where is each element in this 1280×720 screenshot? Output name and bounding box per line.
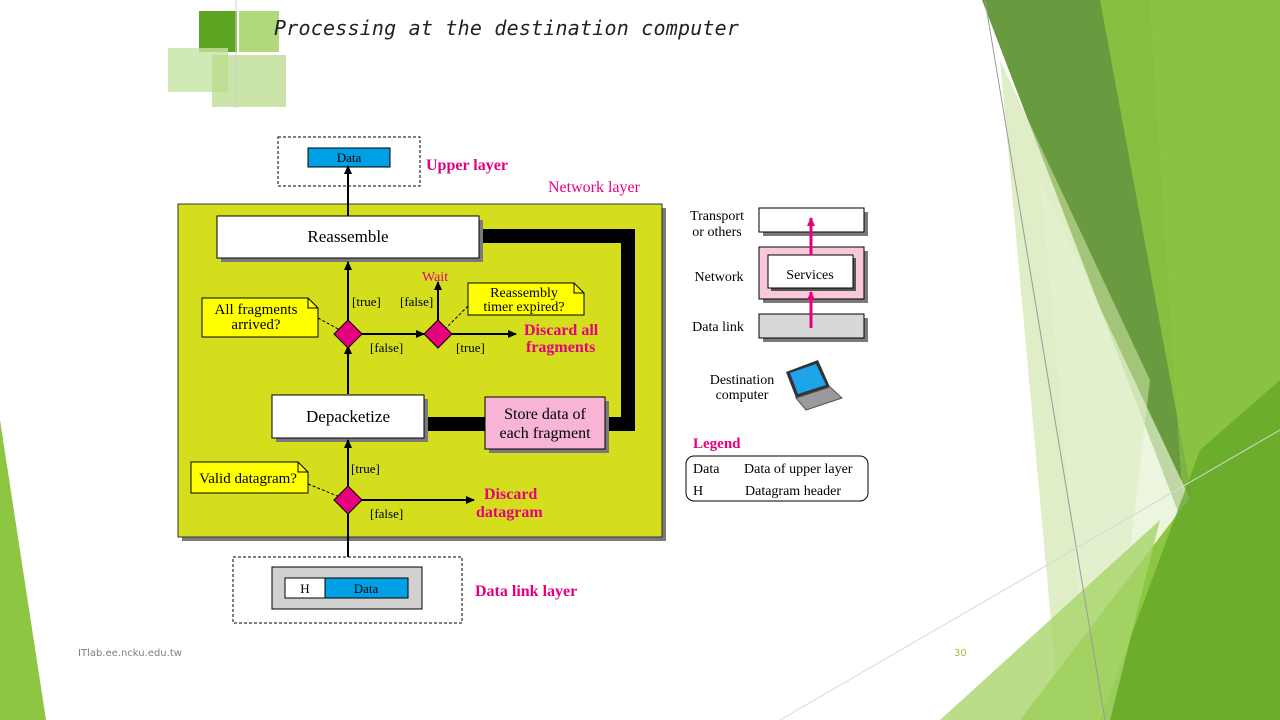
network-layer-label: Network layer (548, 179, 641, 196)
discard-all-line-2: fragments (526, 339, 595, 356)
upper-layer-label: Upper layer (426, 157, 508, 174)
reassembly-timer-line-2: timer expired? (483, 300, 564, 315)
timer-decision-diamond (423, 319, 453, 349)
laptop-icon (786, 360, 843, 411)
stack-data-link-label: Data link (692, 320, 744, 335)
fragments-decision-diamond (333, 319, 363, 349)
depacketize-box (271, 394, 425, 439)
services-box (767, 254, 854, 289)
page-number: 30 (954, 648, 967, 659)
guard-false-1: [false] (400, 294, 433, 309)
all-fragments-line-2: arrived? (231, 317, 280, 333)
reassembly-timer-note (467, 282, 585, 316)
legend-desc-2: Datagram header (745, 484, 841, 499)
guard-false-3: [false] (370, 506, 403, 521)
wait-label: Wait (422, 270, 448, 285)
discard-datagram-line-1: Discard (484, 486, 537, 503)
reassemble-box (216, 215, 480, 259)
data-link-layer-label: Data link layer (475, 583, 577, 600)
frame-header-text: H (300, 581, 309, 596)
guard-true-1: [true] (352, 294, 381, 309)
discard-all-line-1: Discard all (524, 322, 599, 339)
discard-datagram-line-2: datagram (476, 504, 543, 521)
guard-true-3: [true] (351, 461, 380, 476)
stack-transport-line-2: or others (692, 225, 741, 240)
guard-true-2: [true] (456, 340, 485, 355)
data-link-layer-box (232, 556, 463, 624)
depacketize-text: Depacketize (306, 407, 390, 426)
services-text: Services (786, 268, 833, 283)
destination-line-2: computer (716, 388, 769, 403)
guard-false-2: [false] (370, 340, 403, 355)
reassembly-timer-line-1: Reassembly (490, 286, 558, 301)
store-fragment-box (484, 396, 606, 450)
stack-network-label: Network (695, 270, 744, 285)
upper-data-text: Data (337, 150, 362, 165)
stack-transport-line-1: Transport (690, 209, 744, 224)
valid-datagram-note (190, 461, 309, 494)
store-fragment-line-2: each fragment (499, 425, 591, 442)
all-fragments-note (201, 297, 319, 338)
frame-data-text: Data (354, 581, 379, 596)
reassemble-text: Reassemble (307, 227, 388, 246)
legend-box (685, 455, 869, 502)
footer-url: ITlab.ee.ncku.edu.tw (78, 648, 182, 659)
legend-key-1: Data (693, 462, 720, 477)
frame-data-box (324, 577, 409, 599)
store-fragment-line-1: Store data of (504, 406, 586, 423)
valid-decision-diamond (333, 485, 363, 515)
valid-datagram-text: Valid datagram? (199, 471, 297, 487)
slide-title: Processing at the destination computer (274, 16, 740, 40)
legend-desc-1: Data of upper layer (744, 462, 853, 477)
legend-key-2: H (693, 484, 703, 499)
destination-line-1: Destination (710, 373, 775, 388)
legend-title: Legend (693, 436, 741, 452)
all-fragments-line-1: All fragments (215, 302, 298, 318)
